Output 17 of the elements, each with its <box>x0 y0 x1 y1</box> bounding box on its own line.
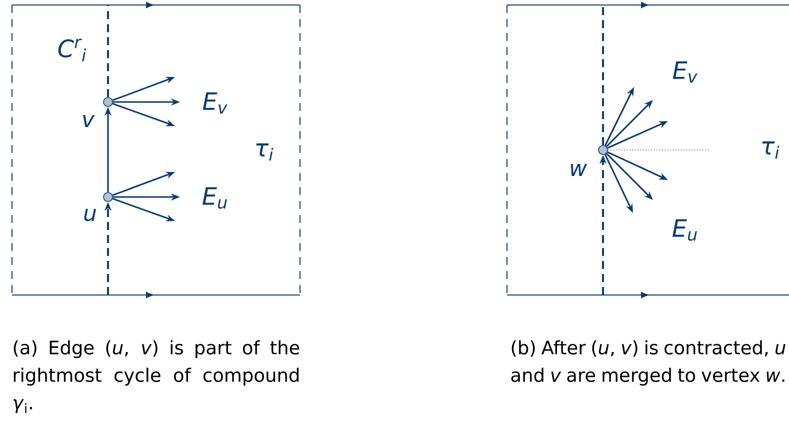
math-label: τ$_{i}$ <box>256 143 274 161</box>
math-label: C$^{r}$i <box>58 38 86 62</box>
dashed-line <box>602 5 604 146</box>
caption: (a) Edge (u, v) is part of the rightmost cycle of compound γ$_{i}$. <box>14 340 300 414</box>
math-label: τ$_{i}$ <box>762 141 780 159</box>
vertex-label: v <box>83 115 95 128</box>
vertex-label: w <box>570 164 588 176</box>
dashed-line <box>107 5 109 98</box>
math-label: E$_{v}$ <box>672 61 698 83</box>
caption: (b) After (u, v) is contracted, u and v are merged to vertex w. <box>511 340 786 386</box>
vertex-dot <box>103 97 113 107</box>
math-label: E$_{v}$ <box>202 92 228 114</box>
vertex-label: u <box>84 208 96 222</box>
vertex-dot <box>103 192 113 202</box>
vertex-dot <box>598 145 608 155</box>
math-label: E$_{u}$ <box>672 219 697 241</box>
math-label: E$_{u}$ <box>202 187 227 209</box>
